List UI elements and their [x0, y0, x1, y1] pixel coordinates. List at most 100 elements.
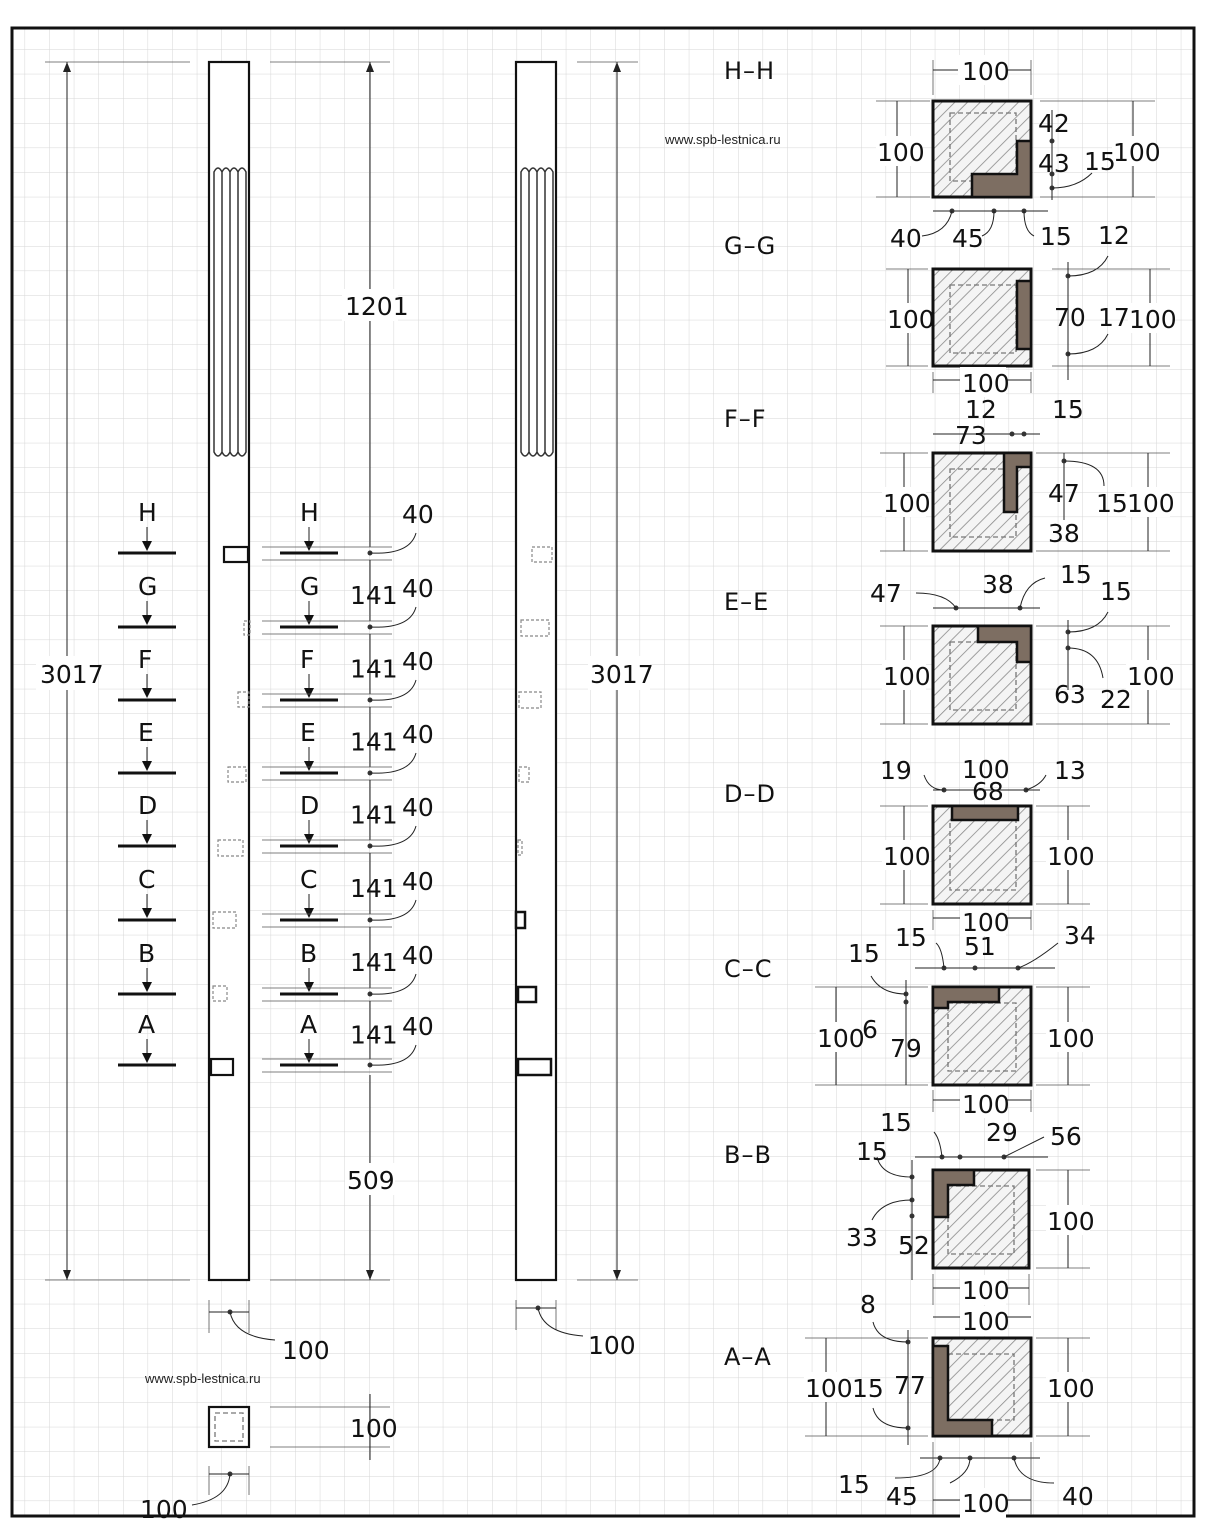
cut-marker-outer: H — [138, 498, 157, 527]
section-b: B–B 15 29 56 15 33 52 100 100 — [724, 1108, 1095, 1305]
section-h-b1: 40 — [890, 224, 922, 253]
section-g-d2: 70 — [1054, 303, 1086, 332]
section-e-right: 100 — [1127, 662, 1175, 691]
section-e-d2: 63 — [1054, 680, 1086, 709]
section-c-l1: 15 — [848, 939, 880, 968]
cut-marker-inner: F — [300, 645, 314, 674]
section-f-right: 100 — [1127, 489, 1175, 518]
section-b-l2: 33 — [846, 1223, 878, 1252]
section-c-right: 100 — [1047, 1024, 1095, 1053]
section-a-left: 100 — [805, 1374, 853, 1403]
watermark-bottom: www.spb-lestnica.ru — [144, 1371, 261, 1386]
section-h: H–H 100 100 100 42 43 15 40 45 15 — [724, 55, 1161, 253]
pitch-label: 141 — [350, 801, 398, 830]
cut-marker-outer: A — [138, 1010, 155, 1039]
section-a-l1: 8 — [860, 1290, 876, 1319]
watermark-top: www.spb-lestnica.ru — [664, 132, 781, 147]
slot-size-label: 40 — [402, 500, 434, 529]
section-a-l3: 77 — [894, 1371, 926, 1400]
left-elevation: 3017 100 1201 509 — [36, 60, 409, 1365]
flutes-left — [213, 167, 247, 457]
pitch-label: 141 — [350, 728, 398, 757]
section-c-bottom: 100 — [962, 1090, 1010, 1119]
cut-marker-outer: D — [138, 791, 157, 820]
section-h-b2: 45 — [952, 224, 984, 253]
section-h-top: 100 — [962, 57, 1010, 86]
section-d: D–D 100 68 19 13 100 100 100 — [724, 755, 1095, 937]
section-b-t1: 15 — [880, 1108, 912, 1137]
section-b-t3: 56 — [1050, 1122, 1082, 1151]
section-a-l2: 15 — [852, 1374, 884, 1403]
slot-size-label: 40 — [402, 720, 434, 749]
section-f-t1: 12 — [965, 395, 997, 424]
section-f-left: 100 — [883, 489, 931, 518]
section-d-top: 100 — [962, 755, 1010, 784]
pitch-label: 141 — [350, 655, 398, 684]
pitch-label: 141 — [350, 874, 398, 903]
section-f-t2: 73 — [955, 421, 987, 450]
slot-size-label: 40 — [402, 574, 434, 603]
section-f-d3: 38 — [1048, 519, 1080, 548]
grid-background — [12, 28, 1194, 1516]
section-h-b3: 15 — [1040, 222, 1072, 251]
section-b-title: B–B — [724, 1141, 772, 1169]
pitch-label: 141 — [350, 1021, 398, 1050]
total-height-label: 3017 — [40, 660, 104, 689]
section-c-left: 100 — [817, 1024, 865, 1053]
section-a: A–A 100 100 8 15 77 100 15 45 40 — [724, 1290, 1095, 1518]
section-c: C–C 15 51 34 100 15 6 79 100 100 — [724, 921, 1096, 1119]
cut-marker-outer: E — [138, 718, 154, 747]
section-d-left: 100 — [883, 842, 931, 871]
section-f: F–F 100 100 12 73 15 47 15 38 — [724, 395, 1175, 553]
section-d-bottom: 100 — [962, 908, 1010, 937]
section-c-t2: 51 — [964, 932, 996, 961]
section-e-left: 100 — [883, 662, 931, 691]
section-a-bottom: 100 — [962, 1489, 1010, 1518]
section-c-t3: 34 — [1064, 921, 1096, 950]
cut-marker-outer: C — [138, 865, 155, 894]
cut-marker-inner: C — [300, 865, 317, 894]
section-b-l1: 15 — [856, 1137, 888, 1166]
cut-marker-outer: F — [138, 645, 152, 674]
section-h-d3: 15 — [1084, 147, 1116, 176]
sheet-border — [10, 26, 1196, 1518]
right-total-height-label: 3017 — [590, 660, 654, 689]
cut-marker-inner: G — [300, 572, 319, 601]
section-h-title: H–H — [724, 57, 775, 85]
cut-marker-inner: H — [300, 498, 319, 527]
lower-part-label: 509 — [347, 1166, 395, 1195]
cut-marker-inner: B — [300, 939, 317, 968]
section-g-right: 100 — [1129, 305, 1177, 334]
left-width-label: 100 — [282, 1336, 330, 1365]
section-g-d3: 17 — [1098, 303, 1130, 332]
right-elevation: 3017 100 — [514, 60, 654, 1360]
section-a-b3: 40 — [1062, 1482, 1094, 1511]
section-a-top: 100 — [962, 1307, 1010, 1336]
section-h-right: 100 — [1113, 138, 1161, 167]
section-a-right: 100 — [1047, 1374, 1095, 1403]
section-d-title: D–D — [724, 780, 776, 808]
section-a-b2: 45 — [886, 1482, 918, 1511]
section-c-t1: 15 — [895, 923, 927, 952]
pitch-label: 141 — [350, 948, 398, 977]
section-g-d1: 12 — [1098, 221, 1130, 250]
section-e-t2: 38 — [982, 570, 1014, 599]
section-e-title: E–E — [724, 588, 769, 616]
section-e: E–E 100 100 47 38 15 15 63 22 — [724, 560, 1175, 726]
section-d-t2: 68 — [972, 777, 1004, 806]
section-a-b1: 15 — [838, 1470, 870, 1499]
post-elevation-left — [207, 60, 251, 1282]
cut-marker-inner: A — [300, 1010, 317, 1039]
upper-part-label: 1201 — [345, 292, 409, 321]
plan-view: 100 100 — [140, 1394, 398, 1524]
slot-size-label: 40 — [402, 867, 434, 896]
section-c-l3: 79 — [890, 1034, 922, 1063]
pitch-label: 141 — [350, 581, 398, 610]
section-e-d3: 22 — [1100, 685, 1132, 714]
slot-size-label: 40 — [402, 793, 434, 822]
section-b-right: 100 — [1047, 1207, 1095, 1236]
slot-size-label: 40 — [402, 1012, 434, 1041]
